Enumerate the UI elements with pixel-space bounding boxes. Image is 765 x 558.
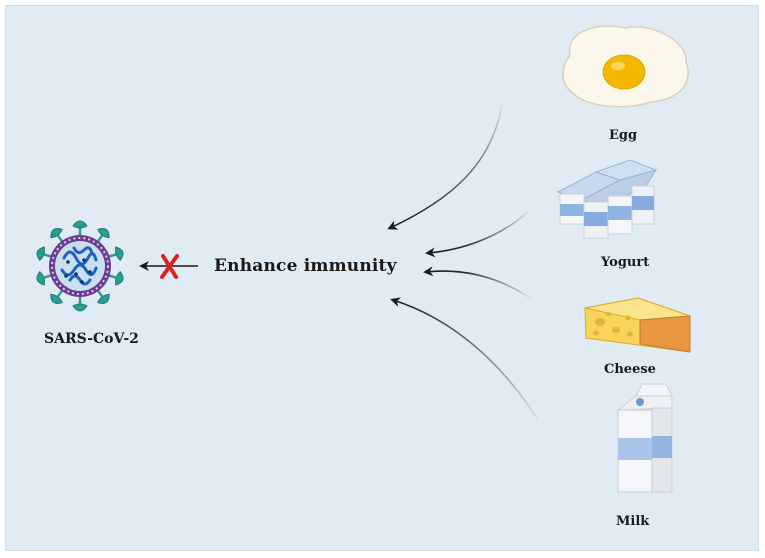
cross-icon bbox=[160, 254, 179, 279]
virus-icon bbox=[36, 220, 124, 312]
egg-icon bbox=[562, 25, 689, 108]
cheese-label: Cheese bbox=[604, 362, 656, 377]
milk-label: Milk bbox=[616, 514, 650, 529]
yogurt-icon bbox=[556, 159, 658, 239]
milk-icon bbox=[616, 383, 673, 493]
virus-label: SARS-CoV-2 bbox=[44, 331, 139, 347]
arrow-egg bbox=[387, 103, 503, 230]
arrow-yogurt bbox=[425, 211, 529, 258]
center-label: Enhance immunity bbox=[214, 256, 397, 276]
egg-label: Egg bbox=[609, 128, 638, 143]
arrow-cheese bbox=[423, 266, 531, 299]
blocked-arrow bbox=[139, 254, 198, 279]
yogurt-label: Yogurt bbox=[601, 255, 650, 270]
cheese-icon bbox=[584, 297, 691, 353]
arrow-milk bbox=[390, 297, 539, 421]
